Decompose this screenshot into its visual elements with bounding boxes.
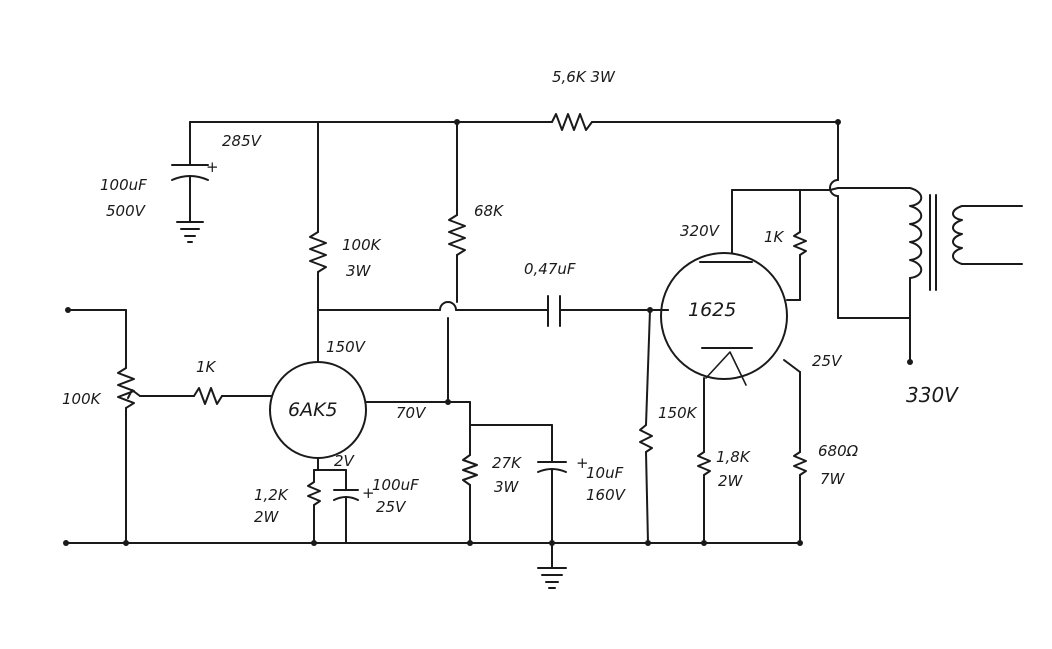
resistor-27k — [462, 424, 478, 544]
plate-resistor-100k — [309, 121, 327, 363]
label-27k-watt: 3W — [494, 478, 520, 496]
grid-leak-resistor-150k — [639, 309, 653, 544]
cathode-resistor-1k8 — [697, 439, 711, 544]
label-1k8: 1,8K — [716, 448, 751, 466]
label-filter-cap-voltage: 500V — [106, 202, 147, 220]
cathode-resistor-1k2 — [307, 469, 321, 544]
svg-text:+: + — [206, 158, 219, 176]
label-grid-1k: 1K — [196, 358, 217, 376]
label-25v: 25V — [812, 352, 843, 370]
label-68k: 68K — [474, 202, 504, 220]
label-tube-1625: 1625 — [688, 299, 736, 321]
resistor-68k — [447, 121, 466, 401]
label-5k6-3w: 5,6K 3W — [552, 68, 616, 86]
label-1k2: 1,2K — [254, 486, 289, 504]
label-320v: 320V — [680, 222, 721, 240]
ground-rail — [63, 540, 803, 546]
filter-capacitor: + — [171, 121, 219, 223]
label-tube-6ak5: 6AK5 — [288, 399, 338, 421]
supply-rail — [189, 113, 911, 319]
label-100k-watt: 3W — [346, 262, 372, 280]
label-330v: 330V — [906, 383, 959, 407]
label-150k: 150K — [658, 404, 698, 422]
input-potentiometer — [65, 307, 141, 544]
label-047uf: 0,47uF — [524, 260, 576, 278]
svg-text:+: + — [362, 484, 375, 502]
wire-crossing — [439, 301, 457, 311]
label-screen-1k: 1K — [764, 228, 785, 246]
cathode-capacitor-100uf: + — [333, 469, 375, 544]
label-70v: 70V — [396, 404, 427, 422]
label-1k2-watt: 2W — [254, 508, 280, 526]
label-1k8-watt: 2W — [718, 472, 744, 490]
label-680-watt: 7W — [820, 470, 846, 488]
grid-stop-resistor-1k — [139, 387, 273, 405]
label-27k: 27K — [492, 454, 522, 472]
label-pot-100k: 100K — [62, 390, 102, 408]
junction-dot — [835, 119, 841, 125]
label-10uf: 10uF — [586, 464, 624, 482]
label-160v: 160V — [586, 486, 627, 504]
label-680-ohm: 680Ω — [818, 442, 859, 460]
output-transformer — [837, 187, 1023, 361]
b-plus-terminal — [907, 359, 913, 365]
label-cathode-cap-voltage: 25V — [376, 498, 407, 516]
tube-1625 — [660, 189, 831, 441]
label-filter-cap-value: 100uF — [100, 176, 147, 194]
label-cathode-cap-value: 100uF — [372, 476, 419, 494]
ground-symbol — [176, 221, 204, 243]
label-100k: 100K — [342, 236, 382, 254]
label-285v: 285V — [222, 132, 263, 150]
resistor-680-ohm — [793, 371, 807, 544]
label-150v: 150V — [326, 338, 367, 356]
screen-resistor-1k — [793, 189, 807, 301]
svg-text:+: + — [576, 454, 589, 472]
decoupling-capacitor-10uf: + — [537, 424, 589, 544]
ground-symbol — [537, 542, 567, 589]
label-2v: 2V — [334, 452, 356, 470]
tube-6ak5 — [269, 361, 449, 471]
